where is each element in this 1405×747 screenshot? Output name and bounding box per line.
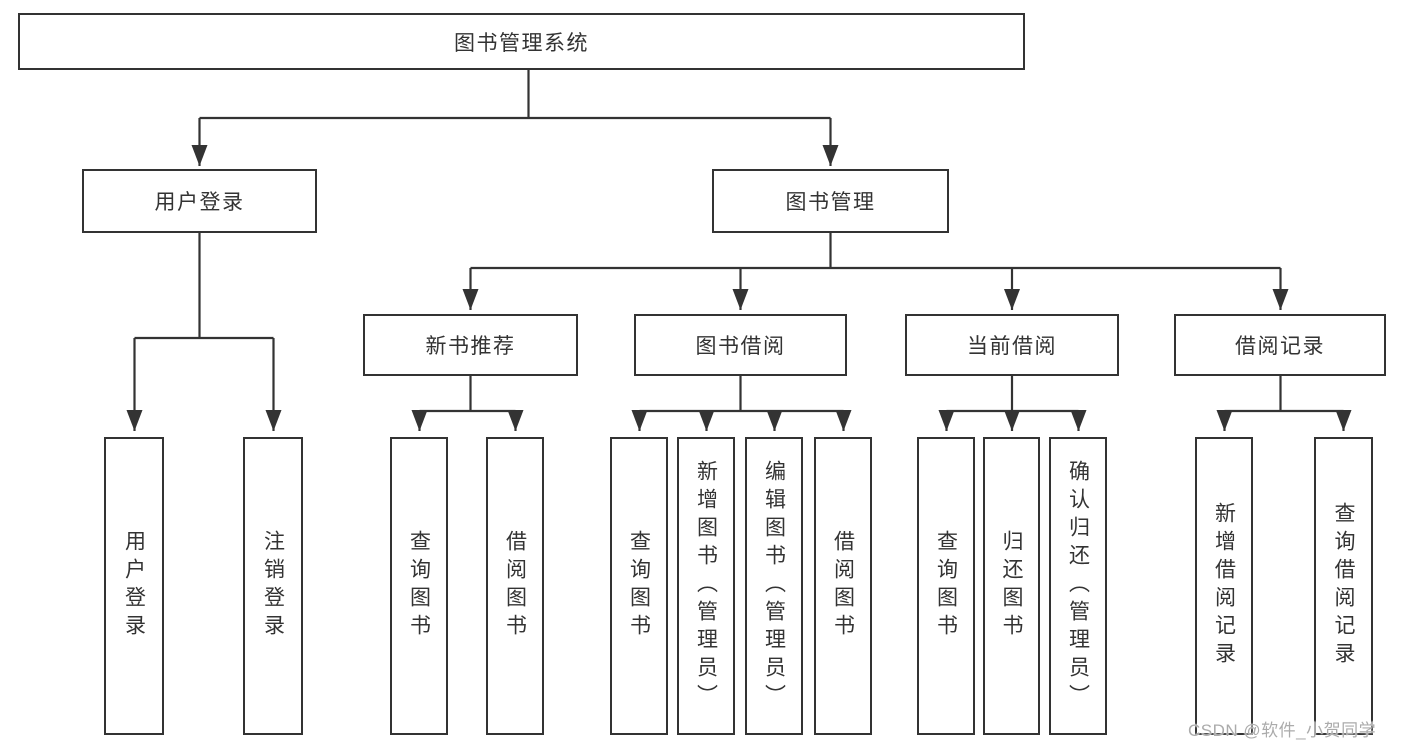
leaf-br-query-record-label: 查询借阅记录 xyxy=(1332,502,1355,670)
leaf-bb-edit-book-admin: 编辑图书（管理员） xyxy=(745,437,803,735)
leaf-cb-query-book: 查询图书 xyxy=(917,437,975,735)
leaf-cb-return-book: 归还图书 xyxy=(983,437,1040,735)
leaf-cb-query-book-label: 查询图书 xyxy=(934,530,958,642)
leaf-bb-query-book-label: 查询图书 xyxy=(627,530,651,642)
node-root-system: 图书管理系统 xyxy=(18,13,1025,70)
node-book-borrowing: 图书借阅 xyxy=(634,314,847,376)
csdn-watermark: CSDN @软件_小贺同学 xyxy=(1188,721,1377,740)
leaf-user-login-label: 用户登录 xyxy=(122,530,146,642)
leaf-br-add-record-label: 新增借阅记录 xyxy=(1212,502,1236,670)
leaf-bb-borrow-book: 借阅图书 xyxy=(814,437,872,735)
node-current-borrowing: 当前借阅 xyxy=(905,314,1119,376)
leaf-bb-query-book: 查询图书 xyxy=(610,437,668,735)
leaf-rec-borrow-book: 借阅图书 xyxy=(486,437,544,735)
leaf-cb-return-book-label: 归还图书 xyxy=(1000,530,1023,642)
leaf-rec-query-book-label: 查询图书 xyxy=(407,530,431,642)
node-new-book-recommend: 新书推荐 xyxy=(363,314,578,376)
leaf-logout: 注销登录 xyxy=(243,437,303,735)
leaf-br-query-record: 查询借阅记录 xyxy=(1314,437,1373,735)
node-user-login: 用户登录 xyxy=(82,169,317,233)
leaf-logout-label: 注销登录 xyxy=(261,530,285,642)
node-book-management: 图书管理 xyxy=(712,169,949,233)
leaf-br-add-record: 新增借阅记录 xyxy=(1195,437,1253,735)
leaf-rec-query-book: 查询图书 xyxy=(390,437,448,735)
leaf-bb-edit-book-admin-label: 编辑图书（管理员） xyxy=(762,460,786,712)
node-borrowing-records: 借阅记录 xyxy=(1174,314,1386,376)
leaf-cb-confirm-return-admin: 确认归还（管理员） xyxy=(1049,437,1107,735)
leaf-bb-add-book-admin: 新增图书（管理员） xyxy=(677,437,735,735)
leaf-cb-confirm-return-admin-label: 确认归还（管理员） xyxy=(1066,460,1090,712)
leaf-bb-borrow-book-label: 借阅图书 xyxy=(831,530,855,642)
leaf-user-login: 用户登录 xyxy=(104,437,164,735)
leaf-bb-add-book-admin-label: 新增图书（管理员） xyxy=(694,460,718,712)
leaf-rec-borrow-book-label: 借阅图书 xyxy=(503,530,527,642)
